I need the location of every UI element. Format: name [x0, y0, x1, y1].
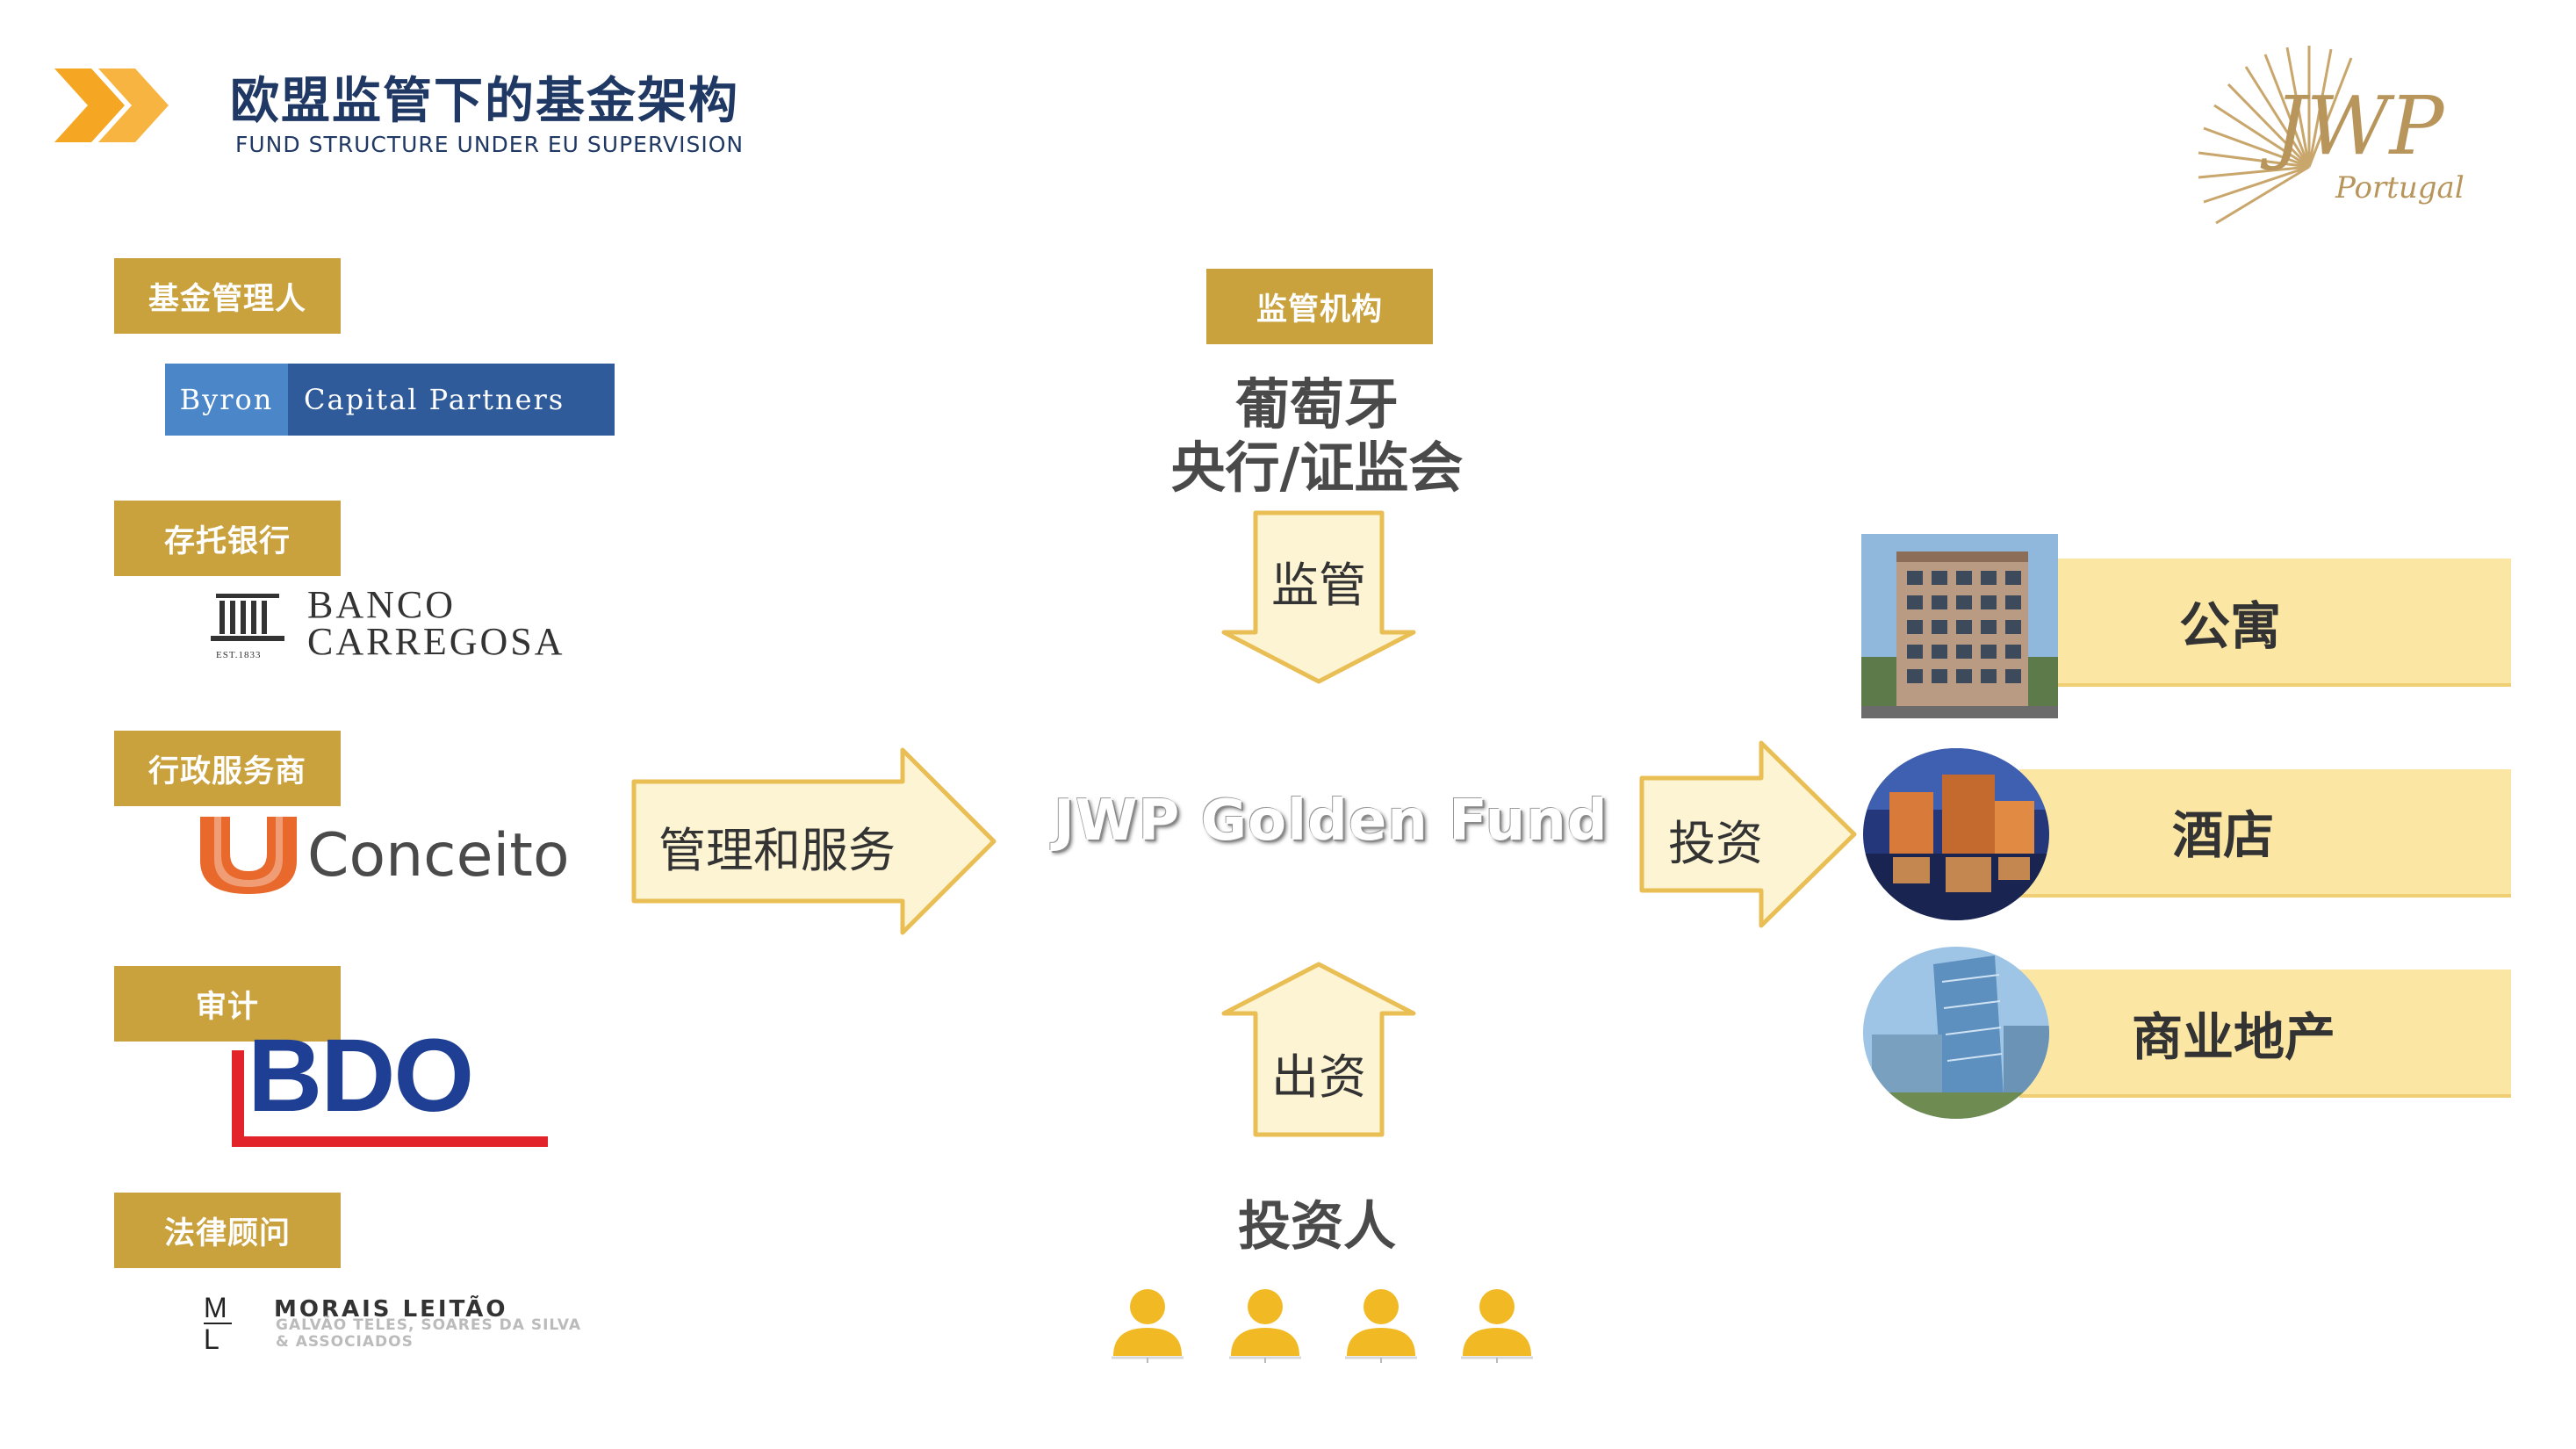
investor-person-icon: [1461, 1289, 1533, 1363]
arrow-right-icon: [631, 747, 997, 935]
fund-name: JWP Golden Fund: [1054, 789, 1608, 854]
capital-label: 出资: [1271, 1049, 1366, 1105]
ml-mark-l: L: [204, 1323, 219, 1355]
byron-logo-part1: Byron: [165, 364, 288, 436]
investors-label: 投资人: [1238, 1196, 1396, 1258]
investment-bar-commercial: [2019, 970, 2511, 1098]
tag-legal-advisor: 法律顾问: [114, 1193, 341, 1268]
supervise-label: 监管: [1271, 558, 1366, 613]
investment-label-commercial: 商业地产: [2132, 1007, 2336, 1067]
morais-leitao-sub: GALVÃO TELES, SOARES DA SILVA & ASSOCIAD…: [276, 1317, 581, 1351]
tag-regulator: 监管机构: [1206, 269, 1433, 344]
investor-person-icon: [1345, 1289, 1417, 1363]
regulator-name-line1: 葡萄牙: [1234, 372, 1399, 436]
chevron-right-icon: [54, 68, 169, 142]
jwp-logo-subtext: Portugal: [2335, 170, 2464, 205]
ml-sub1: GALVÃO TELES, SOARES DA SILVA: [276, 1316, 582, 1334]
tag-custodian-bank: 存托银行: [114, 501, 341, 576]
banco-est: EST.1833: [216, 650, 262, 660]
tag-administrator: 行政服务商: [114, 731, 341, 806]
investment-label-hotel: 酒店: [2172, 805, 2275, 865]
byron-capital-logo: Byron Capital Partners: [165, 364, 615, 436]
arrow-down-icon: [1221, 510, 1416, 684]
manage-service-label: 管理和服务: [658, 823, 896, 878]
conceito-logo: Conceito: [307, 821, 570, 890]
regulator-name-line2: 央行/证监会: [1170, 436, 1464, 500]
bdo-accent-bar: [232, 1050, 244, 1147]
jwp-logo-text: JWP: [2260, 79, 2445, 173]
arrow-up-icon: [1221, 962, 1416, 1137]
bdo-logo: BDO: [248, 1018, 474, 1134]
arrow-right-icon: [1639, 740, 1857, 928]
conceito-mark-icon: [200, 817, 297, 894]
morais-leitao-logo: MORAIS LEITÃO: [274, 1296, 508, 1323]
bank-columns-icon: [211, 594, 284, 641]
investor-person-icon: [1229, 1289, 1301, 1363]
jwp-logo: JWP Portugal: [2198, 46, 2464, 225]
investment-bar-hotel: [2019, 769, 2511, 898]
page-subtitle: FUND STRUCTURE UNDER EU SUPERVISION: [235, 132, 745, 157]
banco-line1: BANCO: [307, 583, 457, 626]
hotel-photo: [1863, 748, 2049, 920]
ml-sub2: & ASSOCIADOS: [276, 1333, 414, 1351]
banco-carregosa-logo: BANCO CARREGOSA: [307, 583, 565, 663]
byron-logo-part2: Capital Partners: [304, 383, 565, 416]
investment-bar-apartment: [2019, 559, 2511, 687]
apartment-photo: [1861, 534, 2058, 718]
page-title: 欧盟监管下的基金架构: [230, 73, 739, 130]
tag-fund-manager: 基金管理人: [114, 258, 341, 334]
invest-label: 投资: [1668, 816, 1763, 871]
ml-mark: M L: [204, 1292, 232, 1355]
investment-label-apartment: 公寓: [2179, 596, 2282, 656]
ml-mark-m: M: [204, 1292, 227, 1323]
commercial-real-estate-photo: [1863, 947, 2049, 1119]
bdo-underline: [232, 1136, 548, 1147]
banco-line2: CARREGOSA: [307, 620, 565, 663]
investor-person-icon: [1112, 1289, 1184, 1363]
tag-auditor: 审计: [114, 966, 341, 1042]
